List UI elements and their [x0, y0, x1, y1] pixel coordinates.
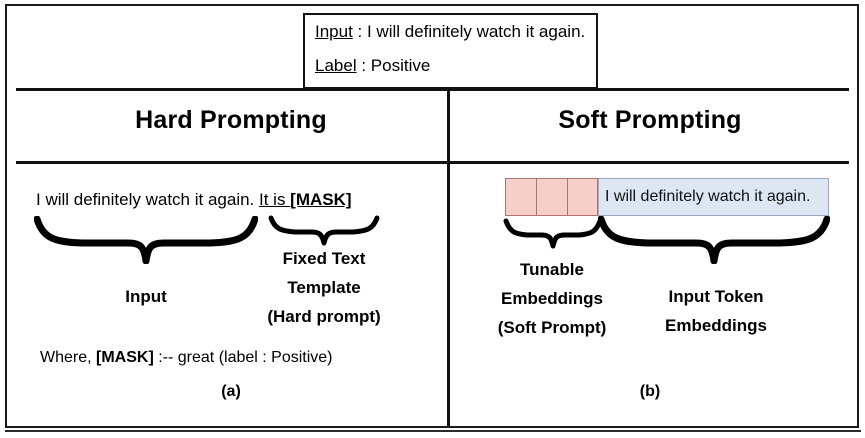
header-rule-top [16, 88, 849, 91]
label-fixed-text-line-1: Fixed Text [282, 249, 366, 268]
header-rule-bottom [16, 161, 849, 164]
example-input-card: Input : I will definitely watch it again… [303, 13, 598, 89]
caption-a: (a) [221, 383, 241, 400]
label-tunable-line-2: Embeddings [500, 289, 603, 308]
hard-prompt-template-text: It is [259, 190, 291, 209]
input-separator: : [352, 22, 367, 41]
input-value: I will definitely watch it again. [366, 22, 586, 41]
brace-input-token-embeddings [598, 216, 830, 264]
label-tunable-embeddings: Tunable Embeddings (Soft Prompt) [482, 255, 622, 342]
soft-prompt-token-strip: I will definitely watch it again. [505, 178, 829, 216]
brace-input [34, 216, 258, 264]
figure-border [5, 4, 859, 428]
soft-token-cell-1 [505, 178, 536, 216]
brace-fixed-text-template [268, 215, 380, 247]
footnote-mask-token: [MASK] [96, 349, 154, 366]
label-tunable-line-3: (Soft Prompt) [497, 318, 607, 337]
label-fixed-text-line-3: (Hard prompt) [267, 307, 381, 326]
brace-tunable-embeddings [503, 218, 603, 250]
label-input-token-line-1: Input Token [668, 287, 764, 306]
input-row: Input : I will definitely watch it again… [315, 22, 596, 42]
label-tunable-line-1: Tunable [520, 260, 584, 279]
label-key-label: Label [315, 56, 357, 75]
label-input: Input [76, 282, 216, 311]
label-input-line-1: Input [125, 287, 167, 306]
soft-token-cell-2 [536, 178, 567, 216]
label-input-token-line-2: Embeddings [664, 316, 767, 335]
label-row: Label : Positive [315, 56, 596, 76]
label-separator: : [356, 56, 371, 75]
caption-b: (b) [639, 383, 661, 400]
input-key-label: Input [315, 22, 353, 41]
soft-token-cell-3 [567, 178, 598, 216]
hard-prompt-sentence: I will definitely watch it again. It is … [36, 190, 352, 210]
panel-vertical-divider [447, 89, 450, 426]
footnote-suffix: :-- great (label : Positive) [153, 349, 333, 366]
label-fixed-text-line-2: Template [287, 278, 361, 297]
figure-border-shadow [5, 430, 861, 432]
label-fixed-text-template: Fixed Text Template (Hard prompt) [258, 244, 390, 331]
hard-prompt-input-text: I will definitely watch it again. [36, 190, 259, 209]
hard-prompt-mask-token: [MASK] [290, 190, 352, 209]
panel-title-hard-prompting: Hard Prompting [135, 106, 327, 134]
label-input-token-embeddings: Input Token Embeddings [628, 282, 804, 340]
label-value: Positive [370, 56, 431, 75]
footnote-prefix: Where, [40, 349, 97, 366]
hard-prompt-footnote: Where, [MASK] :-- great (label : Positiv… [40, 349, 333, 367]
input-embedding-box: I will definitely watch it again. [598, 178, 829, 216]
panel-title-soft-prompting: Soft Prompting [558, 106, 742, 134]
